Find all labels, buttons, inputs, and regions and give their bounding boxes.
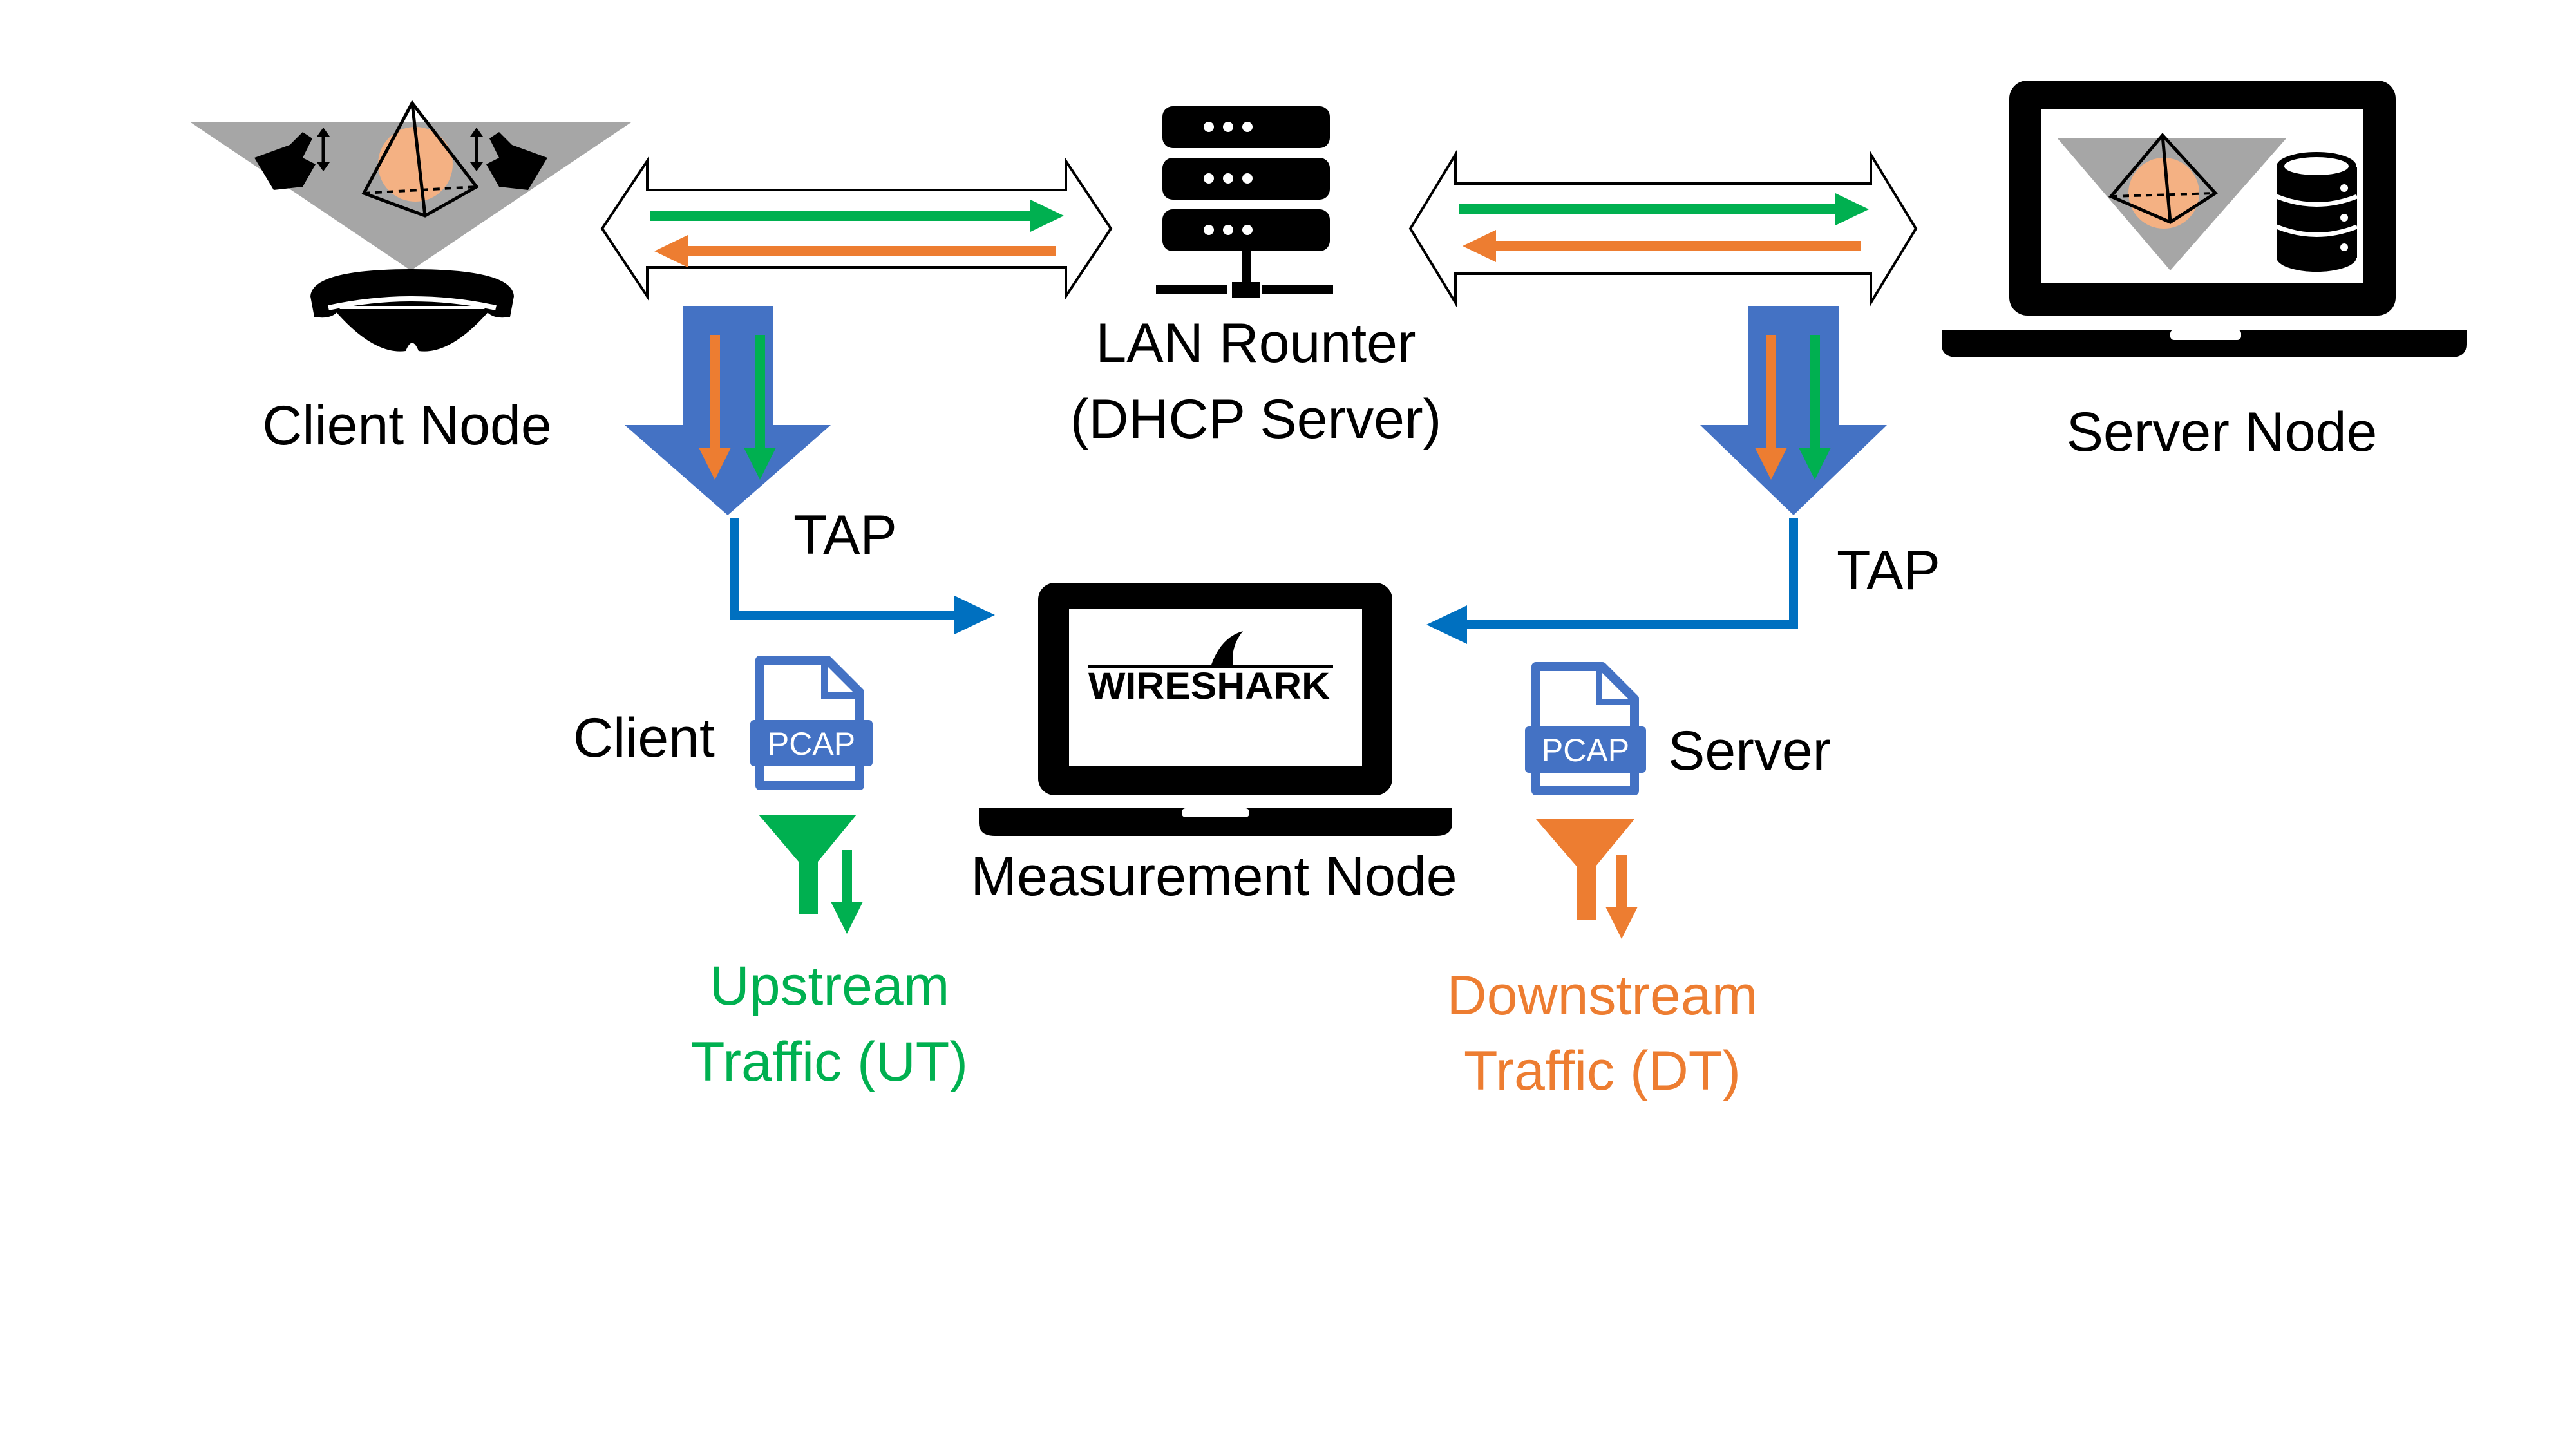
- gesture-hand-icon: [254, 128, 330, 190]
- upstream-sublabel: Traffic (UT): [691, 1031, 968, 1093]
- client-capture-label: Client: [573, 707, 715, 769]
- link-client-router: [600, 156, 1113, 301]
- downstream-sublabel: Traffic (DT): [1464, 1040, 1741, 1102]
- svg-text:PCAP: PCAP: [768, 726, 855, 762]
- downstream-arrowhead: [1463, 230, 1496, 262]
- client-node: Client Node: [191, 100, 631, 457]
- upstream-arrowhead: [1799, 448, 1831, 480]
- router-label: LAN Rounter: [1095, 312, 1416, 374]
- measurement-node-label: Measurement Node: [971, 846, 1457, 907]
- tap-connector-arrowhead: [954, 596, 995, 634]
- tap-connector-line: [1462, 518, 1798, 629]
- client-node-label: Client Node: [262, 395, 551, 457]
- bidirectional-link-arrow: [600, 156, 1113, 301]
- ar-headset-icon: [310, 269, 514, 352]
- router-server-icon: [1156, 106, 1333, 298]
- gesture-hand-icon: [470, 128, 547, 190]
- pcap-file-icon: PCAP: [750, 656, 873, 790]
- tap-right-label: TAP: [1837, 540, 1940, 601]
- upstream-arrowhead: [744, 448, 776, 480]
- link-router-server: [1408, 149, 1918, 308]
- downstream-arrowhead: [699, 448, 731, 480]
- measurement-laptop-icon: WIRESHARK: [979, 583, 1452, 836]
- pcap-file-icon: PCAP: [1525, 662, 1646, 795]
- server-capture-label: Server: [1668, 720, 1831, 782]
- downstream-arrowhead: [1755, 448, 1787, 480]
- tap-arrow: [1700, 306, 1887, 515]
- tap-right: [1426, 306, 1887, 644]
- svg-text:PCAP: PCAP: [1542, 732, 1629, 768]
- downstream-arrowhead: [654, 235, 688, 267]
- downstream-label: Downstream: [1447, 965, 1758, 1027]
- server-node-label: Server Node: [2067, 401, 2378, 463]
- filter-funnel-icon: [1536, 819, 1638, 939]
- upstream-label: Upstream: [710, 955, 950, 1017]
- upstream-arrowhead: [1835, 193, 1869, 225]
- svg-text:WIRESHARK: WIRESHARK: [1088, 665, 1330, 707]
- bidirectional-link-arrow: [1408, 149, 1918, 308]
- hologram-pyramid-icon: [361, 100, 479, 218]
- router-sublabel: (DHCP Server): [1070, 388, 1442, 450]
- hologram-pyramid-icon: [2108, 133, 2218, 229]
- filter-funnel-icon: [759, 815, 863, 934]
- tap-left-label: TAP: [793, 504, 897, 566]
- tap-connector-arrowhead: [1426, 605, 1467, 644]
- tap-left: [625, 306, 995, 634]
- wireshark-logo: WIRESHARK: [1088, 631, 1333, 707]
- database-icon: [2275, 152, 2358, 272]
- server-laptop-icon: [1942, 80, 2467, 357]
- tap-arrow: [625, 306, 831, 515]
- upstream-arrowhead: [1030, 200, 1064, 232]
- tap-connector-line: [730, 518, 960, 620]
